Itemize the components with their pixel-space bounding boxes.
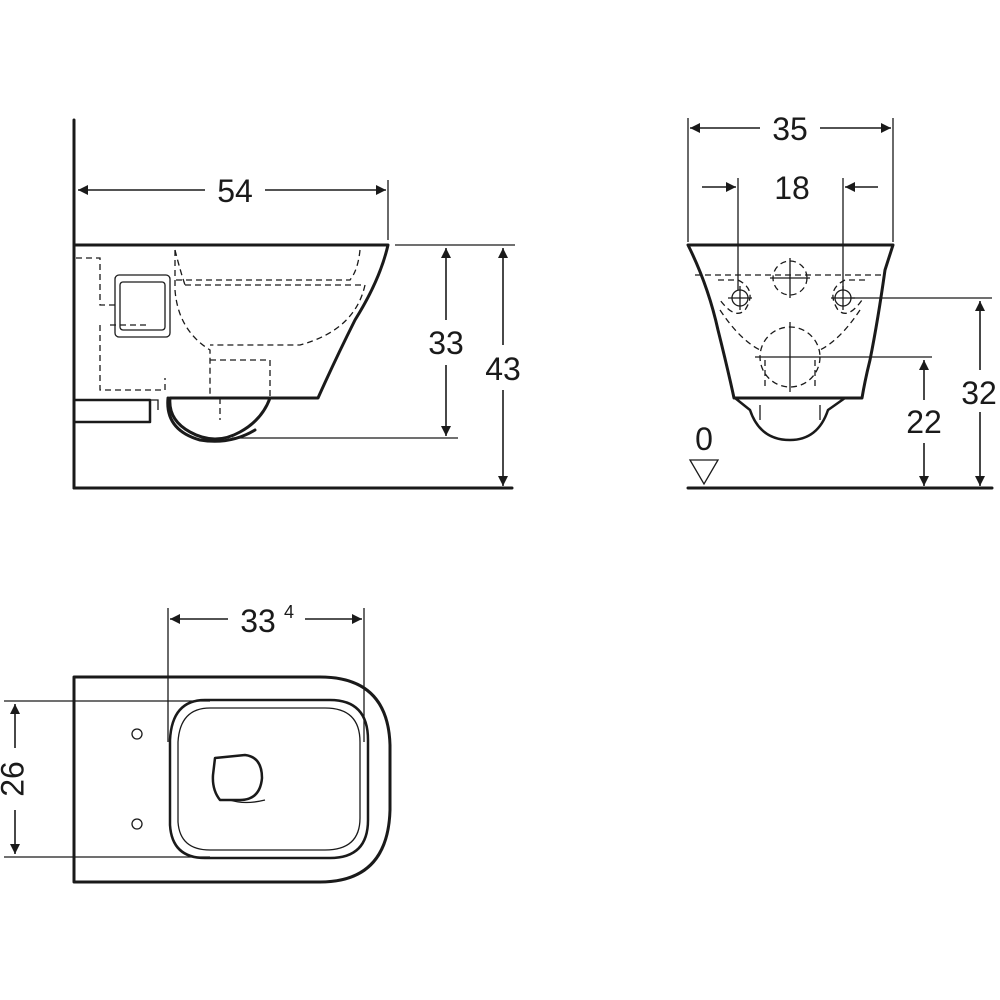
front-view: 0 35: [686, 111, 997, 490]
front-pedestal-inner: [759, 405, 821, 420]
top-view: 33 4 26: [0, 602, 392, 884]
bowl-height-label: 33: [428, 325, 464, 361]
outlet-height-label: 22: [906, 404, 942, 440]
bowl-outline: [72, 243, 390, 441]
floor-level-label: 0: [695, 421, 713, 457]
mounting-block: [114, 274, 171, 338]
mounting-block-inner: [119, 281, 166, 331]
seat-inner-outline: [177, 707, 361, 851]
floor-level-icon: [688, 459, 720, 486]
bowl-length-label: 33: [240, 603, 276, 639]
front-bowl-outline: [686, 243, 895, 400]
side-view: 54 33 43: [72, 118, 521, 490]
total-height-label: 43: [485, 351, 521, 387]
bowl-opening: [211, 753, 264, 802]
wall-bracket: [72, 398, 152, 424]
bowl-underside: [166, 396, 257, 443]
top-fixing-hole-upper: [131, 728, 143, 740]
side-hidden-lines: [76, 249, 366, 420]
bracket-lip: [150, 399, 159, 410]
seat-outline: [168, 698, 370, 860]
width-label: 35: [772, 111, 808, 147]
front-pedestal: [733, 396, 847, 442]
drain-mark: [229, 799, 266, 804]
fixing-spacing-label: 18: [774, 170, 810, 206]
top-outline: [72, 675, 392, 884]
fixing-height-label: 32: [961, 375, 997, 411]
bowl-length-superscript: 4: [284, 602, 294, 622]
top-fixing-hole-lower: [131, 818, 143, 830]
bowl-width-label: 26: [0, 761, 30, 797]
length-label: 54: [217, 173, 253, 209]
